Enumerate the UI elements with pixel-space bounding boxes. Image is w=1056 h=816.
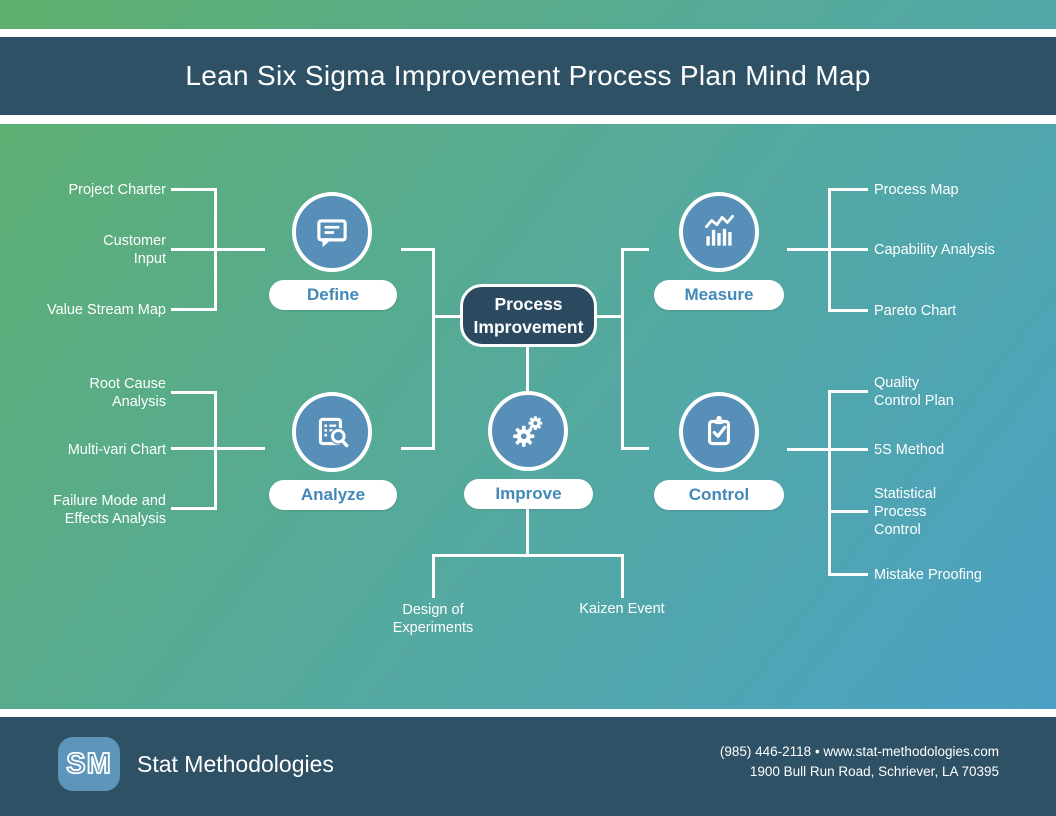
page-title: Lean Six Sigma Improvement Process Plan … [185, 60, 871, 91]
connector-line [432, 248, 435, 450]
subtopic-quality-control-plan: Quality Control Plan [874, 375, 954, 409]
connector-line [621, 447, 649, 450]
subtopic-project-charter: Project Charter [68, 182, 166, 198]
subtopic-multi-vari-chart: Multi-vari Chart [67, 442, 166, 458]
connector-line [171, 447, 265, 450]
contact-phone-website: (985) 446-2118 • www.stat-methodologies.… [719, 744, 999, 759]
divider [0, 115, 1056, 124]
connector-line [171, 308, 217, 311]
connector-line [171, 507, 217, 510]
speech-bubble-icon [317, 219, 347, 248]
connector-line [171, 188, 217, 191]
subtopic-5s-method: 5S Method [874, 442, 945, 458]
branch-circle-improve [488, 391, 568, 471]
connector-line [432, 554, 435, 598]
header-band: Lean Six Sigma Improvement Process Plan … [0, 37, 1056, 115]
subtopic-customer-input: Customer Input [103, 233, 166, 267]
bar-chart-icon [705, 214, 735, 246]
connector-line [828, 390, 831, 576]
company-logo: SM [58, 737, 120, 791]
subtopic-mistake-proofing: Mistake Proofing [874, 567, 982, 583]
subtopic-kaizen-event: Kaizen Event [579, 601, 665, 617]
subtopic-capability-analysis: Capability Analysis [874, 242, 995, 258]
subtopic-process-map: Process Map [874, 182, 959, 198]
subtopic-root-cause-analysis: Root Cause Analysis [89, 376, 166, 410]
connector-line [621, 248, 624, 450]
connector-line [214, 391, 217, 510]
connector-line [596, 315, 624, 318]
connector-line [828, 573, 868, 576]
branch-pill-analyze: Analyze [269, 480, 397, 510]
branch-circle-analyze [292, 392, 372, 472]
connector-line [401, 248, 434, 251]
company-name: Stat Methodologies [137, 751, 334, 777]
subtopic-value-stream-map: Value Stream Map [46, 302, 166, 318]
connector-line [526, 346, 529, 392]
branch-pill-control: Control [654, 480, 784, 510]
divider [0, 709, 1056, 717]
subtopic-pareto-chart: Pareto Chart [874, 303, 957, 319]
connector-line [828, 309, 868, 312]
connector-line [432, 315, 460, 318]
contact-info: (985) 446-2118 • www.stat-methodologies.… [720, 742, 999, 782]
branch-pill-define: Define [269, 280, 397, 310]
subtopic-fmea: Failure Mode and Effects Analysis [53, 493, 166, 527]
branch-circle-control [679, 392, 759, 472]
connector-line [621, 248, 649, 251]
subtopic-design-of-experiments: Design of Experiments [392, 602, 474, 636]
connector-line [401, 447, 434, 450]
footer-band [0, 717, 1056, 816]
subtopic-statistical-process-control: Statistical Process Control [874, 486, 937, 538]
branch-circle-define [292, 192, 372, 272]
gears-icon [513, 416, 543, 447]
connector-line [828, 510, 868, 513]
connector-line [787, 248, 868, 251]
document-search-icon [318, 417, 349, 448]
center-node: Process Improvement [460, 284, 597, 347]
branch-circle-measure [679, 192, 759, 272]
clipboard-check-icon [707, 415, 731, 446]
connector-line [171, 391, 217, 394]
connector-line [621, 554, 624, 598]
connector-line [828, 188, 868, 191]
connector-line [787, 448, 868, 451]
divider [0, 29, 1056, 37]
contact-address: 1900 Bull Run Road, Schriever, LA 70395 [749, 764, 999, 779]
branch-pill-measure: Measure [654, 280, 784, 310]
branch-pill-improve: Improve [464, 479, 593, 509]
connector-line [432, 554, 623, 557]
connector-line [828, 390, 868, 393]
connector-line [526, 508, 529, 557]
connector-line [171, 248, 265, 251]
